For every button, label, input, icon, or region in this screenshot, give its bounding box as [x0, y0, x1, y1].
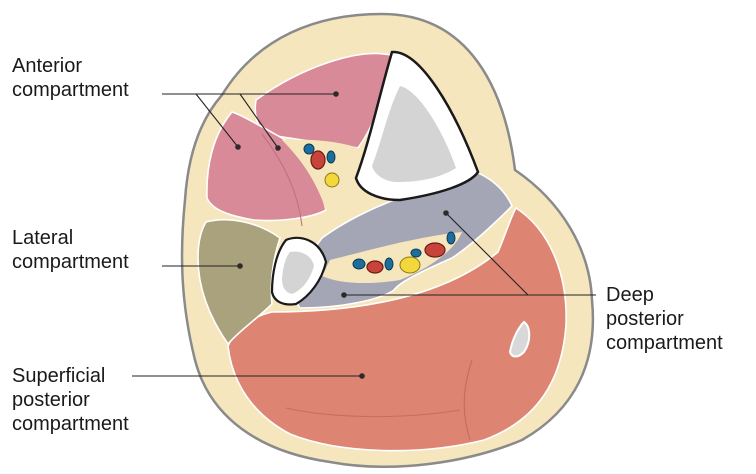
peroneal-artery	[367, 261, 383, 273]
deep-peroneal-nerve	[325, 173, 339, 187]
peroneal-vein	[385, 258, 393, 270]
posterior-tibial-vein	[447, 232, 455, 244]
lateral-compartment-label: Lateral compartment	[12, 226, 129, 274]
anterior-tibial-artery	[311, 151, 325, 169]
anterior-tibial-vein	[327, 151, 335, 163]
anterior-compartment-label: Anterior compartment	[12, 54, 129, 102]
posterior-tibial-vein	[411, 249, 421, 257]
deep-posterior-compartment-label: Deep posterior compartment	[606, 283, 723, 355]
superficial-posterior-compartment-label: Superficial posterior compartment	[12, 364, 129, 436]
tibial-nerve	[400, 257, 420, 273]
posterior-tibial-artery	[425, 243, 445, 257]
peroneal-vein	[353, 259, 365, 269]
anterior-tibial-vein	[304, 144, 314, 154]
